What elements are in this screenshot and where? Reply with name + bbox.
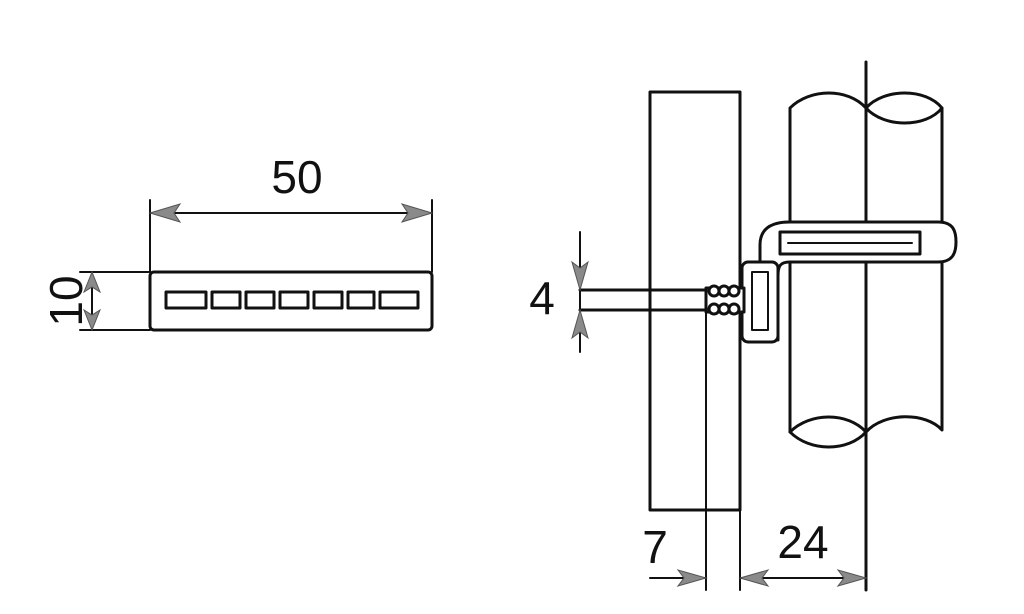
- thread: [727, 302, 741, 316]
- slot: [378, 290, 420, 310]
- slot: [210, 290, 242, 310]
- tube-lower-edge: [788, 415, 868, 434]
- plate-outline: [148, 270, 434, 332]
- slot: [244, 290, 276, 310]
- plate-slots: [164, 290, 420, 310]
- screw-pin: [578, 284, 746, 316]
- dimension-depth: 24: [738, 516, 868, 587]
- arrow-head: [571, 308, 589, 340]
- arrow-head: [571, 260, 589, 292]
- arrow-head: [836, 569, 868, 587]
- arrow-head: [400, 203, 434, 223]
- slot: [278, 290, 310, 310]
- dimension-offset: 7: [642, 521, 708, 587]
- depth-label: 24: [777, 516, 828, 568]
- dimension-pin: 4: [529, 231, 589, 353]
- arrow-head: [82, 270, 102, 294]
- slot: [164, 290, 208, 310]
- offset-label: 7: [642, 521, 668, 573]
- slot: [312, 290, 344, 310]
- tube-upper-edge: [864, 91, 944, 110]
- dimension-length: 50: [148, 151, 434, 273]
- arrow-head: [738, 569, 770, 587]
- arrow-head: [676, 569, 708, 587]
- arrow-head: [148, 203, 182, 223]
- arrow-head: [82, 308, 102, 332]
- plate-top-view: [148, 270, 434, 332]
- dimension-height: 10: [40, 270, 151, 332]
- slot: [346, 290, 376, 310]
- height-label: 10: [40, 275, 92, 326]
- length-label: 50: [271, 151, 322, 203]
- thread: [727, 284, 741, 298]
- clamp-foot-slot: [751, 271, 769, 331]
- pin-label: 4: [529, 272, 555, 324]
